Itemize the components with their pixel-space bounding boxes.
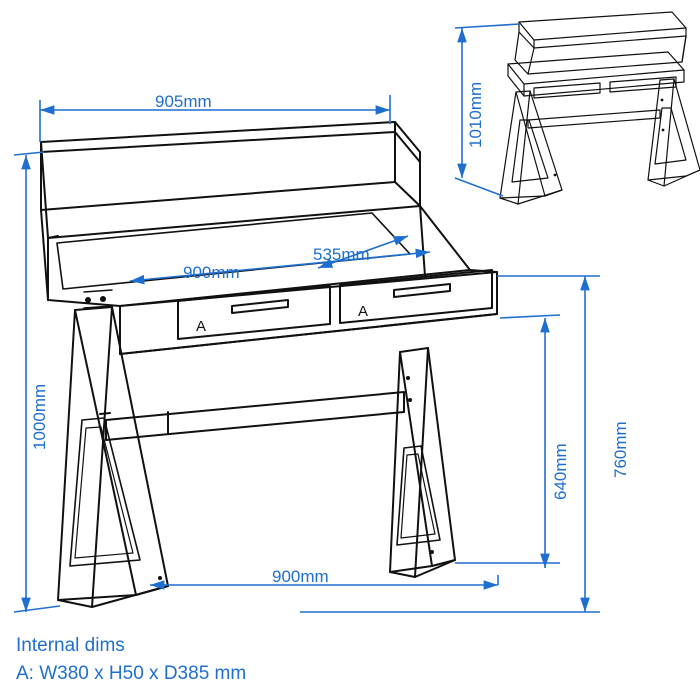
drawer-label-left: A [196, 318, 207, 335]
dimension-label-width-desktop: 900mm [183, 263, 240, 282]
dimension-label-depth: 535mm [313, 245, 370, 264]
dimension-label-width-top: 905mm [155, 92, 212, 111]
drawer-label-right: A [358, 303, 369, 320]
dimension-label-height-inset: 1010mm [466, 81, 485, 148]
dimension-label-height-overall: 1000mm [30, 383, 49, 450]
dimension-label-width-bottom: 900mm [272, 567, 329, 586]
dimension-label-height-shelf: 640mm [551, 443, 570, 500]
notes-line-2: A: W380 x H50 x D385 mm [16, 663, 247, 684]
dimension-label-height-desktop: 760mm [611, 421, 630, 478]
internal-dims-notes: Internal dims A: W380 x H50 x D385 mm [16, 632, 246, 688]
notes-line-1: Internal dims [16, 635, 125, 656]
